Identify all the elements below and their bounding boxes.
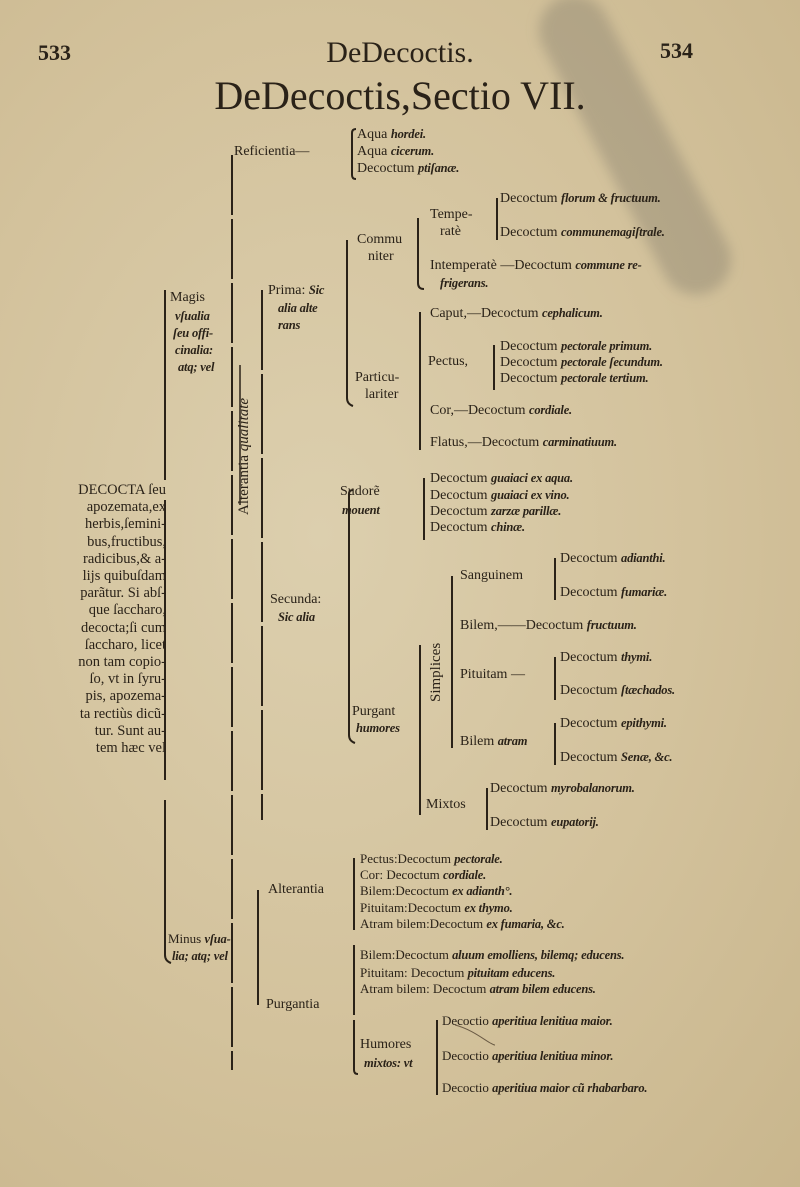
purgant-label-2: humores [356, 721, 400, 735]
entry: Decoctum adianthi. [560, 551, 666, 566]
entry: Decoctum ſtæchados. [560, 683, 675, 698]
secunda-label-2: Sic alia [278, 610, 315, 624]
entry: Pituitam: Decoctum pituitam educens. [360, 965, 556, 980]
entry: Decoctum florum & fructuum. [500, 191, 661, 206]
section-title: DeDecoctis,Sectio VII. [214, 73, 586, 118]
entry: Decoctum ptiſanæ. [357, 161, 460, 176]
particulariter-label: Particu- [355, 370, 400, 385]
entry: Decoctum epithymi. [560, 716, 667, 731]
magis-label-4: cinalia: [175, 343, 213, 357]
pituitam-label: Pituitam — [460, 667, 525, 682]
entry: Cor,—Decoctum cordiale. [430, 403, 572, 418]
minus-label: Minus vſua- [168, 931, 231, 946]
reficientia-label: Reficientia— [234, 144, 310, 159]
running-title: DeDecoctis. [326, 36, 474, 69]
entry: Aqua cicerum. [357, 144, 435, 159]
sudorem-label-2: mouent [342, 503, 380, 517]
entry: Decoctum zarzæ parillæ. [430, 504, 562, 519]
entry: Decoctio aperitiua lenitiua minor. [442, 1048, 614, 1063]
entry: Decoctum communemagiſtrale. [500, 225, 665, 240]
prima-label: Prima: Sic [268, 283, 325, 298]
prima-label-3: rans [278, 318, 301, 332]
purgant-label: Purgant [352, 704, 396, 719]
entry: Decoctum guaiaci ex vino. [430, 488, 570, 503]
entry: Flatus,—Decoctum carminatiuum. [430, 435, 617, 450]
page-number-right: 534 [660, 38, 693, 63]
entry: Atram bilem:Decoctum ex fumaria, &c. [360, 916, 565, 931]
entry: Caput,—Decoctum cephalicum. [430, 306, 603, 321]
sudorem-label: Sudorẽ [340, 484, 380, 499]
sanguinem-label: Sanguinem [460, 568, 523, 583]
entry: Aqua hordei. [357, 127, 426, 142]
particulariter-label-2: lariter [365, 387, 399, 402]
entry-continued: frigerans. [440, 276, 489, 290]
temperate-label-2: ratè [440, 224, 461, 239]
purgantia-label: Purgantia [266, 997, 320, 1012]
minus-label-2: lia; atq; vel [172, 949, 228, 963]
entry: Decoctum myrobalanorum. [490, 781, 635, 796]
entry: Bilem:Decoctum ex adianth°. [360, 883, 513, 898]
entry: Bilem,——Decoctum fructuum. [460, 618, 637, 633]
entry: Decoctum pectorale primum. [500, 339, 653, 354]
entry: Decoctum pectorale tertium. [500, 371, 649, 386]
communiter-label-2: niter [368, 249, 394, 264]
entry: Intemperatè —Decoctum commune re- [430, 258, 642, 273]
mixtos-label: Mixtos [426, 797, 466, 812]
prima-label-2: alia alte [278, 301, 318, 315]
entry: Decoctum pectorale ſecundum. [500, 355, 663, 370]
entry: Decoctum thymi. [560, 650, 653, 665]
entry: Decoctio aperitiua maior cũ rhabarbaro. [442, 1080, 648, 1095]
temperate-label: Tempe- [430, 207, 473, 222]
entry: Pituitam:Decoctum ex thymo. [360, 900, 513, 915]
magis-label-3: ſeu offi- [173, 326, 213, 340]
magis-label: Magis [170, 290, 205, 305]
simplices-label: Simplices [428, 642, 444, 702]
alterantia-qualitate-label: Alterantia qualitate [236, 397, 252, 515]
entry: Decoctum guaiaci ex aqua. [430, 471, 573, 486]
page-number-left: 533 [38, 40, 71, 65]
entry: Cor: Decoctum cordiale. [360, 867, 487, 882]
entry: Decoctum fumariæ. [560, 585, 668, 600]
entry: Atram bilem: Decoctum atram bilem educen… [360, 981, 596, 996]
pectus-label: Pectus, [428, 354, 469, 369]
secunda-label: Secunda: [270, 592, 322, 607]
humores-label: Humores [360, 1037, 412, 1052]
entry: Decoctum Senæ, &c. [560, 750, 673, 765]
magis-label-5: atq; vel [178, 360, 215, 374]
communiter-label: Commu [357, 232, 403, 247]
humores-label-2: mixtos: vt [364, 1056, 413, 1070]
entry: Decoctio aperitiua lenitiua maior. [442, 1013, 613, 1028]
bilem-atram-label: Bilem atram [460, 734, 528, 749]
entry: Pectus:Decoctum pectorale. [360, 851, 503, 866]
entry: Decoctum eupatorij. [490, 815, 599, 830]
alterantia-label: Alterantia [268, 882, 324, 897]
entry: Decoctum chinæ. [430, 520, 525, 535]
entry: Bilem:Decoctum aluum emolliens, bilemq; … [360, 947, 625, 962]
magis-label-2: vſualia [175, 309, 210, 323]
